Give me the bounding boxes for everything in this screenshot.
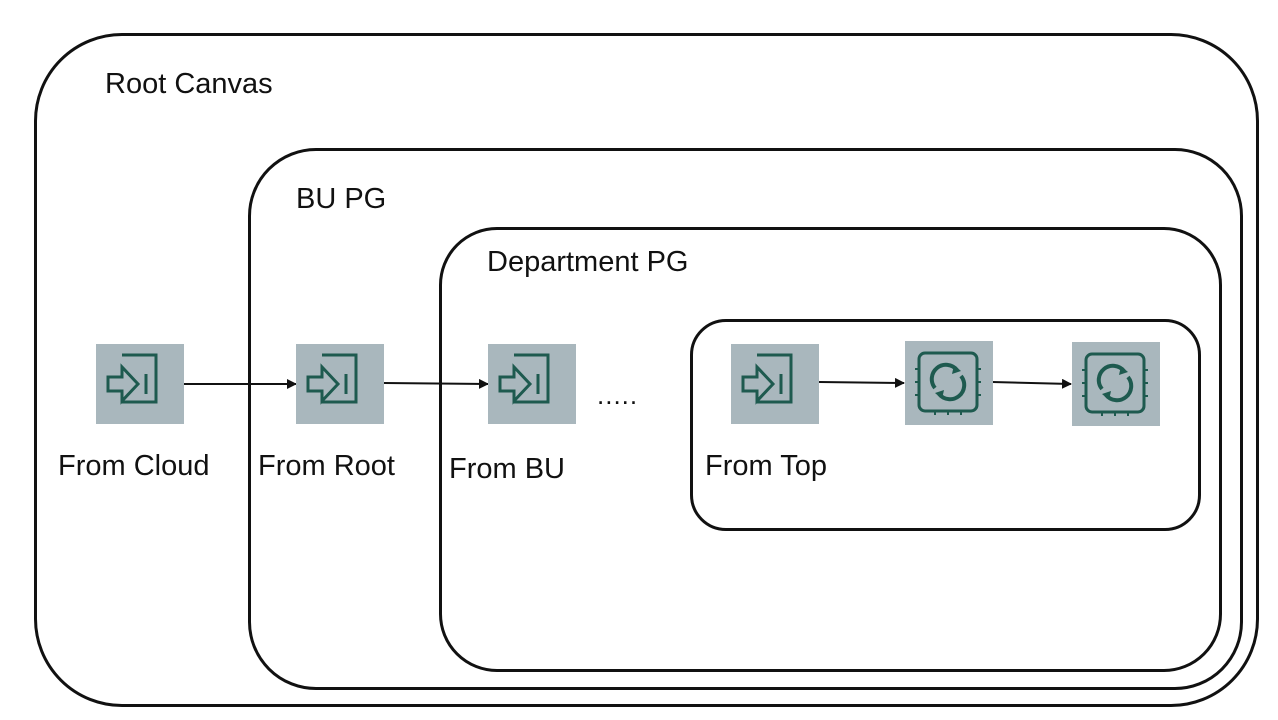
department-process-group [439,227,1222,672]
from-root-label: From Root [258,450,395,482]
connection-root-to-bu [383,378,489,389]
root-canvas-group [34,33,1259,707]
ellipsis-indicator: ..... [597,380,639,410]
input-port-icon[interactable] [731,344,819,424]
inner-flow-group [690,319,1201,531]
input-port-icon[interactable] [296,344,384,424]
department-pg-title: Department PG [487,246,689,278]
from-bu-label: From BU [449,453,565,485]
from-top-label: From Top [705,450,827,482]
root-canvas-title: Root Canvas [105,68,273,100]
connection-top-to-processor [818,377,905,388]
processor-icon[interactable] [905,341,993,425]
connection-processor-to-processor [991,378,1072,389]
input-port-icon[interactable] [488,344,576,424]
bu-pg-title: BU PG [296,183,387,215]
input-port-icon[interactable] [96,344,184,424]
from-cloud-label: From Cloud [58,450,210,482]
processor-icon[interactable] [1072,342,1160,426]
bu-process-group [248,148,1243,690]
